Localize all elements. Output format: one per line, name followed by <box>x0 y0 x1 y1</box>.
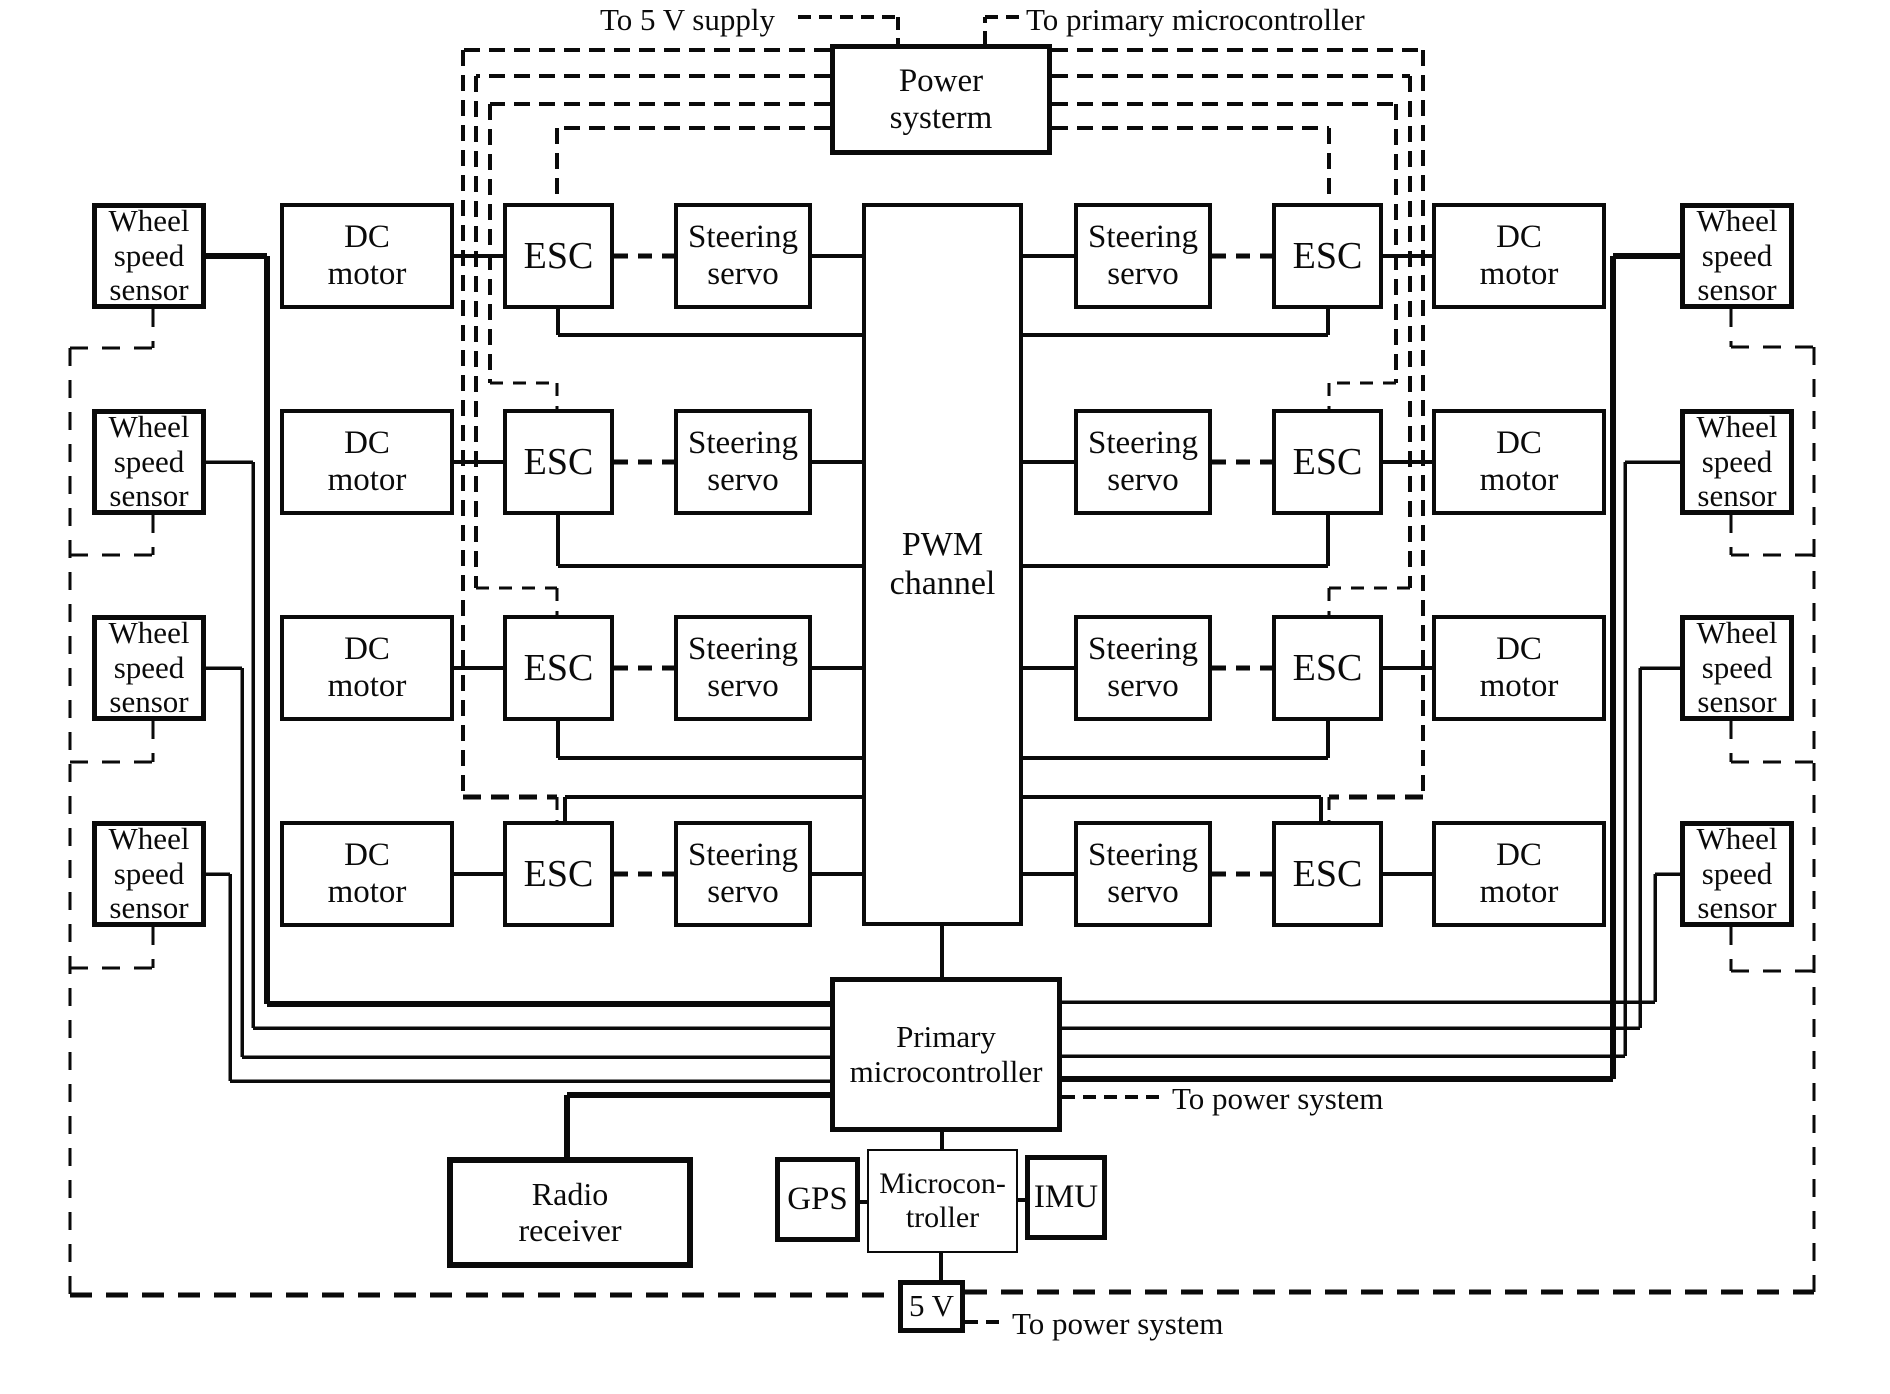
radio-receiver-box: Radio receiver <box>447 1157 693 1268</box>
dc-motor-right-2: DC motor <box>1432 409 1606 515</box>
wheel-speed-sensor-left-4: Wheel speed sensor <box>92 821 206 927</box>
dc-motor-right-4: DC motor <box>1432 821 1606 927</box>
steering-servo-left-4: Steering servo <box>674 821 812 927</box>
wheel-speed-sensor-right-2: Wheel speed sensor <box>1680 409 1794 515</box>
esc-left-1: ESC <box>503 203 614 309</box>
sensor-power-bus-right <box>1729 309 1816 1292</box>
power-trunks-right <box>1052 48 1425 821</box>
to-power-system-stubs <box>965 1095 1162 1324</box>
steering-servo-right-1: Steering servo <box>1074 203 1212 309</box>
pwm-channel-box: PWM channel <box>862 203 1023 926</box>
esc-pwm-lines <box>556 309 1330 821</box>
esc-right-1: ESC <box>1272 203 1383 309</box>
right-sensor-feedback-lines <box>1060 253 1680 1082</box>
steering-servo-right-3: Steering servo <box>1074 615 1212 721</box>
label-to-power-system-mid: To power system <box>1172 1081 1384 1116</box>
esc-left-3: ESC <box>503 615 614 721</box>
esc-left-2: ESC <box>503 409 614 515</box>
steering-servo-left-1: Steering servo <box>674 203 812 309</box>
esc-right-4: ESC <box>1272 821 1383 927</box>
servo-pwm-lines <box>812 254 1074 876</box>
imu-box: IMU <box>1025 1155 1107 1240</box>
steering-servo-right-2: Steering servo <box>1074 409 1212 515</box>
esc-right-2: ESC <box>1272 409 1383 515</box>
dc-motor-left-4: DC motor <box>280 821 454 927</box>
label-to-5v-supply: To 5 V supply <box>600 2 775 37</box>
label-to-primary-microcontroller: To primary microcontroller <box>1026 2 1365 37</box>
steering-servo-left-3: Steering servo <box>674 615 812 721</box>
wheel-speed-sensor-right-1: Wheel speed sensor <box>1680 203 1794 309</box>
label-to-power-system-bottom: To power system <box>1012 1306 1224 1341</box>
wheel-speed-sensor-left-3: Wheel speed sensor <box>92 615 206 721</box>
wheel-speed-sensor-left-1: Wheel speed sensor <box>92 203 206 309</box>
sensor-power-bus-left <box>68 309 155 1295</box>
dc-motor-left-2: DC motor <box>280 409 454 515</box>
secondary-microcontroller-box: Microcon- troller <box>867 1149 1018 1253</box>
radio-link <box>564 1092 832 1157</box>
esc-left-4: ESC <box>503 821 614 927</box>
esc-right-3: ESC <box>1272 615 1383 721</box>
dc-motor-right-1: DC motor <box>1432 203 1606 309</box>
five-v-box: 5 V <box>898 1280 965 1333</box>
dc-motor-left-1: DC motor <box>280 203 454 309</box>
left-sensor-feedback-lines <box>206 253 832 1083</box>
wheel-speed-sensor-right-3: Wheel speed sensor <box>1680 615 1794 721</box>
dc-motor-right-3: DC motor <box>1432 615 1606 721</box>
dc-motor-left-3: DC motor <box>280 615 454 721</box>
steering-servo-right-4: Steering servo <box>1074 821 1212 927</box>
wheel-speed-sensor-left-2: Wheel speed sensor <box>92 409 206 515</box>
primary-microcontroller-box: Primary microcontroller <box>830 977 1062 1132</box>
steering-servo-left-2: Steering servo <box>674 409 812 515</box>
top-label-stubs <box>798 15 1026 44</box>
esc-servo-dashed <box>614 253 1272 877</box>
power-trunks-left <box>461 48 830 821</box>
bottom-5v-bus <box>70 1289 1814 1298</box>
wheel-speed-sensor-right-4: Wheel speed sensor <box>1680 821 1794 927</box>
power-system-box: Power systerm <box>830 44 1052 155</box>
gps-box: GPS <box>775 1157 860 1242</box>
